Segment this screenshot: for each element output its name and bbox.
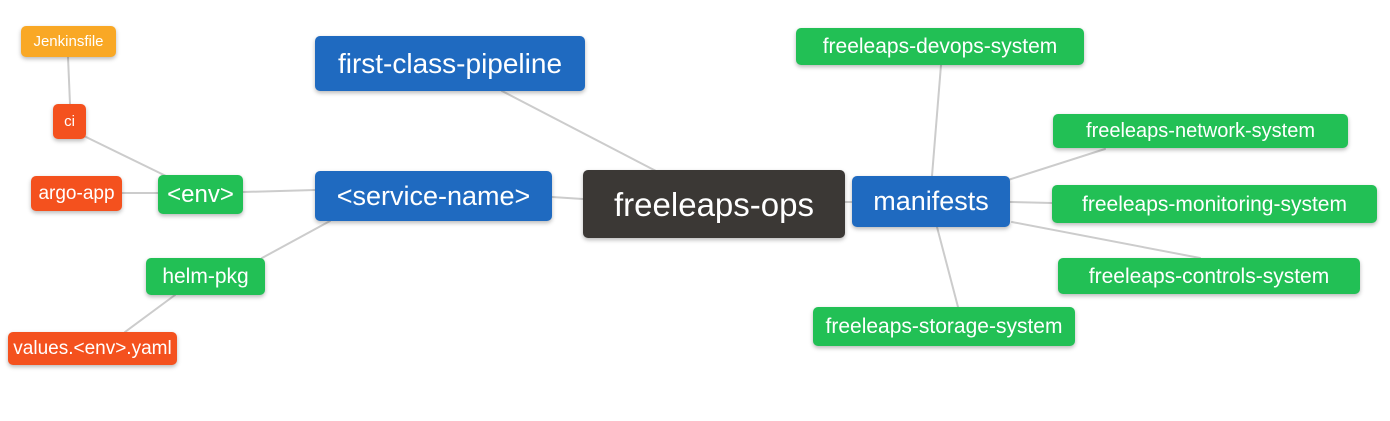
node-manifests[interactable]: manifests [852,176,1010,227]
node-label-values-env-yaml: values.<env>.yaml [13,338,172,359]
node-label-freeleaps-network-system: freeleaps-network-system [1086,120,1315,142]
node-label-freeleaps-devops-system: freeleaps-devops-system [822,35,1058,58]
node-ci[interactable]: ci [53,104,86,139]
node-freeleaps-devops-system[interactable]: freeleaps-devops-system [796,28,1084,65]
node-argo-app[interactable]: argo-app [31,176,122,211]
edge-manifests--freeleaps-controls-system [1011,221,1201,259]
edge-manifests--freeleaps-network-system [1007,148,1106,181]
node-label-manifests: manifests [873,186,989,216]
node-helm-pkg[interactable]: helm-pkg [146,258,265,295]
node-label-first-class-pipeline: first-class-pipeline [337,47,563,79]
edge-service-name--freeleaps-ops [551,196,584,200]
node-label-jenkinsfile: Jenkinsfile [33,33,104,50]
edge-first-class-pipeline--freeleaps-ops [501,90,657,172]
node-freeleaps-network-system[interactable]: freeleaps-network-system [1053,114,1348,148]
node-jenkinsfile[interactable]: Jenkinsfile [21,26,116,57]
node-label-argo-app: argo-app [38,183,115,204]
node-freeleaps-storage-system[interactable]: freeleaps-storage-system [813,307,1075,346]
node-label-freeleaps-controls-system: freeleaps-controls-system [1088,264,1330,288]
node-env[interactable]: <env> [158,175,243,214]
edge-ci--env [85,136,167,177]
node-values-env-yaml[interactable]: values.<env>.yaml [8,332,177,365]
node-label-ci: ci [64,113,75,130]
node-freeleaps-controls-system[interactable]: freeleaps-controls-system [1058,258,1360,294]
node-label-freeleaps-monitoring-system: freeleaps-monitoring-system [1082,192,1347,216]
edge-helm-pkg--service-name [261,220,331,259]
node-label-helm-pkg: helm-pkg [162,265,249,288]
node-label-service-name: <service-name> [336,180,531,211]
edge-manifests--freeleaps-storage-system [936,226,959,308]
edge-values-env-yaml--helm-pkg [124,294,176,333]
edge-freeleaps-devops-system--manifests [931,64,942,177]
node-label-freeleaps-storage-system: freeleaps-storage-system [825,315,1063,338]
node-freeleaps-ops[interactable]: freeleaps-ops [583,170,845,238]
node-label-freeleaps-ops: freeleaps-ops [614,185,814,223]
node-service-name[interactable]: <service-name> [315,171,552,221]
node-freeleaps-monitoring-system[interactable]: freeleaps-monitoring-system [1052,185,1377,223]
edge-jenkinsfile--ci [67,56,71,105]
node-first-class-pipeline[interactable]: first-class-pipeline [315,36,585,91]
node-label-env: <env> [167,180,234,208]
edge-env--service-name [242,189,316,193]
edge-manifests--freeleaps-monitoring-system [1009,201,1053,204]
